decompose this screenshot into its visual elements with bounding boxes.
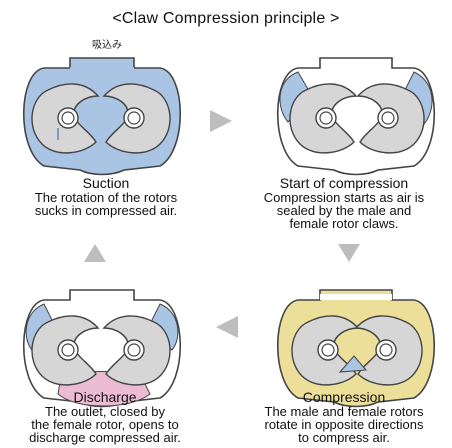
arrow-down [338,244,360,262]
panel-start-of-compression [278,58,435,175]
caption-suction: Suction The rotation of the rotors sucks… [8,176,204,217]
caption-discharge: Discharge The outlet, closed by the fema… [0,390,210,444]
stage-desc: female rotor claws. [289,216,398,231]
stage-name: Suction [8,176,204,191]
panel-suction [24,58,181,175]
arrow-right [210,110,232,132]
stage-desc: to compress air. [298,430,390,445]
arrow-left [216,316,238,338]
stage-name: Start of compression [236,176,452,191]
caption-compression: Compression The male and female rotors r… [236,390,452,444]
stage-desc: discharge compressed air. [29,430,181,445]
caption-start-of-compression: Start of compression Compression starts … [236,176,452,230]
stage-name: Discharge [0,390,210,405]
arrow-up [84,244,106,262]
stage-name: Compression [236,390,452,405]
stage-desc: sucks in compressed air. [35,203,177,218]
